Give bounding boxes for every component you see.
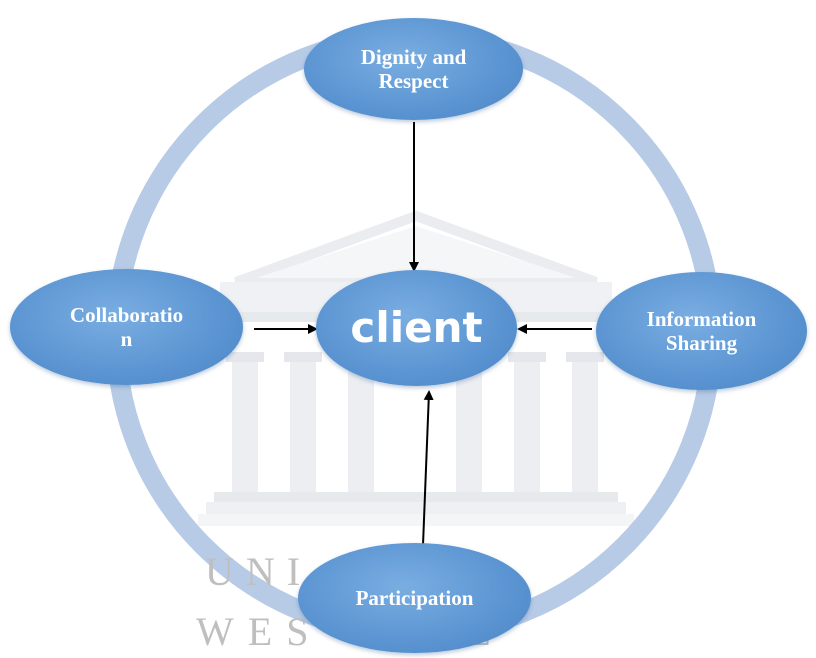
node-label-line: Collaboratio: [69, 302, 184, 327]
node-label-line: Dignity and: [360, 44, 467, 69]
node-label-line: n: [120, 327, 133, 351]
node-collaboration: Collaboratio n: [10, 269, 243, 385]
node-label: Participation: [355, 585, 474, 610]
node-label: client: [350, 302, 483, 352]
node-label-line: Information: [646, 306, 757, 331]
node-information-sharing: Information Sharing: [596, 272, 807, 390]
arrow-bottom-to-client: [422, 390, 434, 546]
node-client: client: [316, 270, 517, 386]
node-label-line: Respect: [378, 69, 449, 93]
node-participation: Participation: [298, 543, 531, 653]
node-dignity-and-respect: Dignity and Respect: [304, 18, 523, 120]
node-label-line: Sharing: [665, 331, 738, 355]
